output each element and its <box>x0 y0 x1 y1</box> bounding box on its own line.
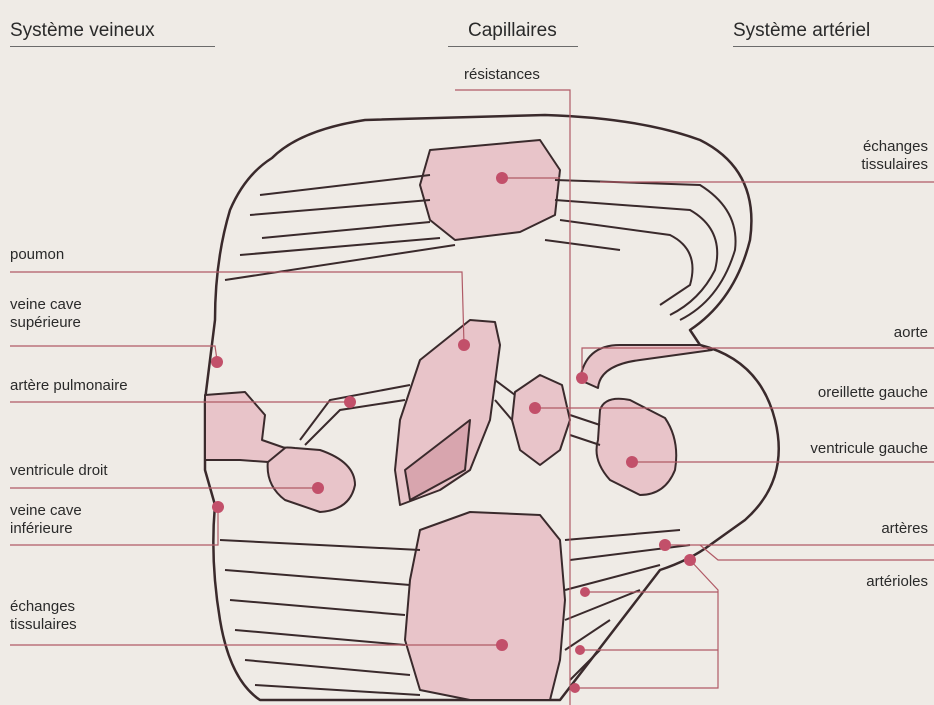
lower-arterioles <box>565 530 690 680</box>
label-vci-line2: inférieure <box>10 520 82 538</box>
label-ventricule-gauche: ventricule gauche <box>810 440 928 458</box>
label-arterioles: artérioles <box>866 573 928 591</box>
marker-aorte <box>576 372 588 384</box>
label-poumon: poumon <box>10 246 64 264</box>
label-veine-cave-superieure: veine cave supérieure <box>10 296 82 332</box>
leader-veine-cave-sup <box>10 346 217 360</box>
left-ventricle-shape <box>597 399 677 495</box>
label-aorte: aorte <box>894 324 928 342</box>
marker-echanges-bottom <box>496 639 508 651</box>
marker-echanges-top <box>496 172 508 184</box>
marker-arteres <box>659 539 671 551</box>
aorta-arch <box>580 345 712 388</box>
pulmonary-capillary-hub <box>512 375 570 465</box>
label-echanges-top-line1: échanges <box>861 138 928 156</box>
marker-arterioles <box>684 554 696 566</box>
marker-arteriole-2 <box>575 645 585 655</box>
label-arteres: artères <box>881 520 928 538</box>
marker-oreillette-gauche <box>529 402 541 414</box>
label-echanges-top-line2: tissulaires <box>861 156 928 174</box>
label-oreillette-gauche: oreillette gauche <box>818 384 928 402</box>
marker-arteriole-1 <box>580 587 590 597</box>
upper-veins <box>225 175 455 280</box>
label-veine-cave-inferieure: veine cave inférieure <box>10 502 82 538</box>
right-ventricle-shape <box>268 448 355 513</box>
label-echanges-bottom-line1: échanges <box>10 598 77 616</box>
label-ventricule-droit: ventricule droit <box>10 462 108 480</box>
label-vcs-line1: veine cave <box>10 296 82 314</box>
label-vcs-line2: supérieure <box>10 314 82 332</box>
marker-ventricule-gauche <box>626 456 638 468</box>
label-resistances: résistances <box>464 66 540 84</box>
marker-veine-cave-inf <box>212 501 224 513</box>
marker-veine-cave-sup <box>211 356 223 368</box>
lower-veins <box>220 540 420 695</box>
label-echanges-bottom-line2: tissulaires <box>10 616 77 634</box>
label-echanges-tissulaires-top: échanges tissulaires <box>861 138 928 174</box>
marker-poumon <box>458 339 470 351</box>
label-echanges-tissulaires-bottom: échanges tissulaires <box>10 598 77 634</box>
marker-ventricule-droit <box>312 482 324 494</box>
label-vci-line1: veine cave <box>10 502 82 520</box>
lower-capillary-bed <box>405 512 565 700</box>
label-artere-pulmonaire: artère pulmonaire <box>10 377 128 395</box>
upper-capillary-bed <box>420 140 560 240</box>
upper-arteries <box>545 180 736 320</box>
marker-artere-pulmonaire <box>344 396 356 408</box>
leader-arterioles <box>575 545 934 688</box>
marker-arteriole-3 <box>570 683 580 693</box>
